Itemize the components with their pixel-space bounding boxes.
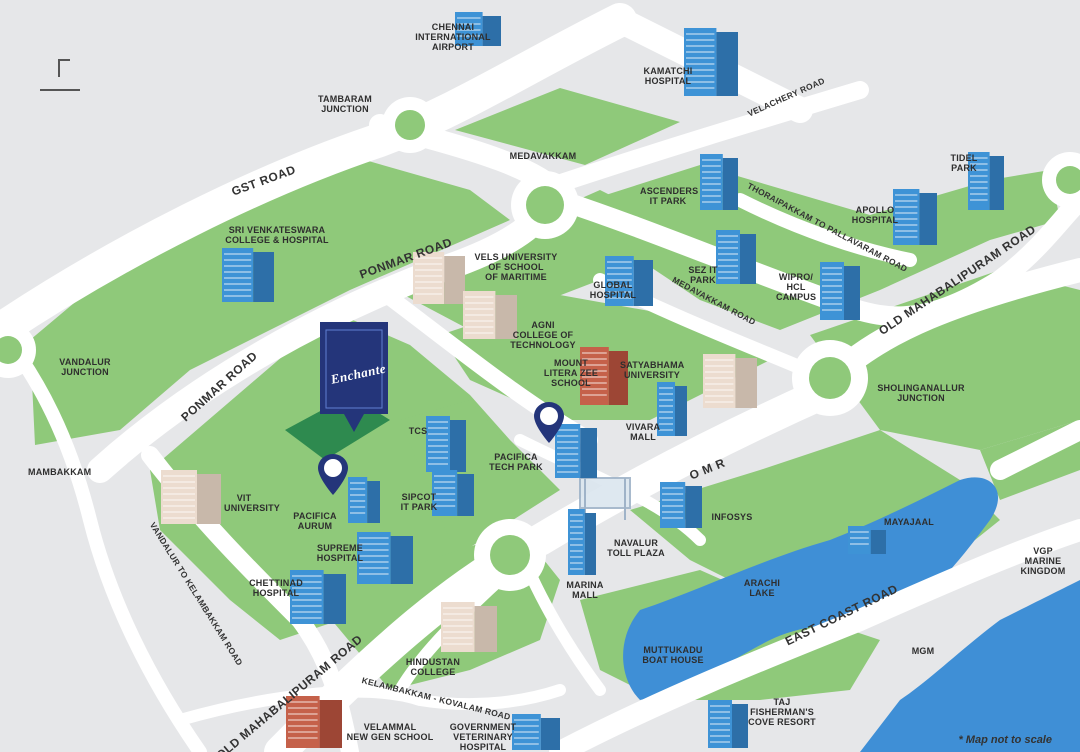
place-label-agni: AGNI COLLEGE OF TECHNOLOGY xyxy=(510,320,576,350)
place-label-sipcot: SIPCOT IT PARK xyxy=(400,492,438,512)
building-icon xyxy=(968,152,1004,210)
map-pin-icon[interactable] xyxy=(316,452,350,496)
place-label-vit: VIT UNIVERSITY xyxy=(224,493,281,513)
building-icon xyxy=(463,291,517,339)
place-label-sri-venkateswara: SRI VENKATESWARA COLLEGE & HOSPITAL xyxy=(225,225,329,245)
place-label-sez: SEZ IT PARK xyxy=(688,265,718,285)
place-label-kamatchi: KAMATCHI HOSPITAL xyxy=(643,66,693,86)
building-icon xyxy=(657,382,687,436)
building-icon xyxy=(708,700,748,748)
scale-note: * Map not to scale xyxy=(958,734,1052,746)
place-label-hindustan: HINDUSTAN COLLEGE xyxy=(405,657,461,677)
building-icon xyxy=(286,696,342,748)
place-label-taj: TAJ FISHERMAN'S COVE RESORT xyxy=(748,697,816,727)
place-label-tcs: TCS xyxy=(408,426,428,436)
place-label-infosys: INFOSYS xyxy=(711,512,753,522)
roundabouts xyxy=(0,97,1080,591)
building-icon xyxy=(348,477,380,523)
place-label-apollo: APOLLO HOSPITAL xyxy=(851,205,899,225)
place-label-pacifica-aurum: PACIFICA AURUM xyxy=(293,511,337,531)
building-icon xyxy=(820,262,860,320)
building-icon xyxy=(222,248,274,302)
building-icon xyxy=(455,12,501,46)
place-label-supreme: SUPREME HOSPITAL xyxy=(316,543,364,563)
place-label-wipro: WIPRO/ HCL CAMPUS xyxy=(776,272,817,302)
building-icon xyxy=(161,470,221,524)
place-label-chettinad: CHETTINAD HOSPITAL xyxy=(249,578,303,598)
place-label-navalur: NAVALUR TOLL PLAZA xyxy=(607,538,665,558)
building-icon xyxy=(568,509,596,575)
place-label-mgm: MGM xyxy=(911,646,935,656)
place-label-ascenders: ASCENDERS IT PARK xyxy=(640,186,699,206)
building-icon xyxy=(716,230,756,284)
place-label-vgp: VGP MARINE KINGDOM xyxy=(1020,546,1066,576)
building-icon xyxy=(700,154,738,210)
building-icon xyxy=(660,482,702,528)
building-icon xyxy=(357,532,413,584)
building-icon xyxy=(441,602,497,652)
building-icon xyxy=(684,28,738,96)
building-icon xyxy=(426,416,466,472)
place-label-mambakkam: MAMBAKKAM xyxy=(28,467,92,477)
building-icon xyxy=(432,470,474,516)
building-icon xyxy=(605,256,653,306)
place-label-vels: VELS UNIVERSITY OF SCHOOL OF MARITIME xyxy=(474,252,558,282)
place-label-global-hospital: GLOBAL HOSPITAL xyxy=(589,280,637,300)
building-icon xyxy=(893,189,937,245)
place-label-vandalur: VANDALUR JUNCTION xyxy=(59,357,111,377)
place-label-arachi: ARACHI LAKE xyxy=(743,578,781,598)
enchante-marker-icon xyxy=(320,322,388,432)
building-icon xyxy=(555,424,597,478)
place-label-marina: MARINA MALL xyxy=(566,580,604,600)
place-label-pacifica-tech: PACIFICA TECH PARK xyxy=(489,452,543,472)
building-icon xyxy=(413,252,465,304)
place-label-medavakkam: MEDAVAKKAM xyxy=(509,151,577,161)
place-label-chennai-airport: CHENNAI INTERNATIONAL AIRPORT xyxy=(415,22,491,52)
place-label-mayajaal: MAYAJAAL xyxy=(884,517,934,527)
place-label-satyabhama: SATYABHAMA UNIVERSITY xyxy=(620,360,685,380)
place-label-tambaram: TAMBARAM JUNCTION xyxy=(318,94,372,114)
place-label-velammal: VELAMMAL NEW GEN SCHOOL xyxy=(346,722,434,742)
place-label-muttukadu: MUTTUKADU BOAT HOUSE xyxy=(642,645,704,665)
building-icon xyxy=(512,714,560,750)
place-label-vivara: VIVARA MALL xyxy=(625,422,661,442)
place-label-govt-vet: GOVERNMENT VETERINARY HOSPITAL xyxy=(449,722,517,752)
place-label-sholinganallur: SHOLINGANALLUR JUNCTION xyxy=(877,383,965,403)
map-pin-icon[interactable] xyxy=(532,400,566,444)
building-icon xyxy=(580,347,628,405)
brand-logo xyxy=(40,55,90,95)
building-icon xyxy=(290,570,346,624)
place-label-mount-litera: MOUNT LITERA ZEE SCHOOL xyxy=(543,358,599,388)
building-icon xyxy=(848,526,886,554)
building-icon xyxy=(703,354,757,408)
place-label-tidel: TIDEL PARK xyxy=(950,153,978,173)
water-bodies xyxy=(623,477,1080,752)
